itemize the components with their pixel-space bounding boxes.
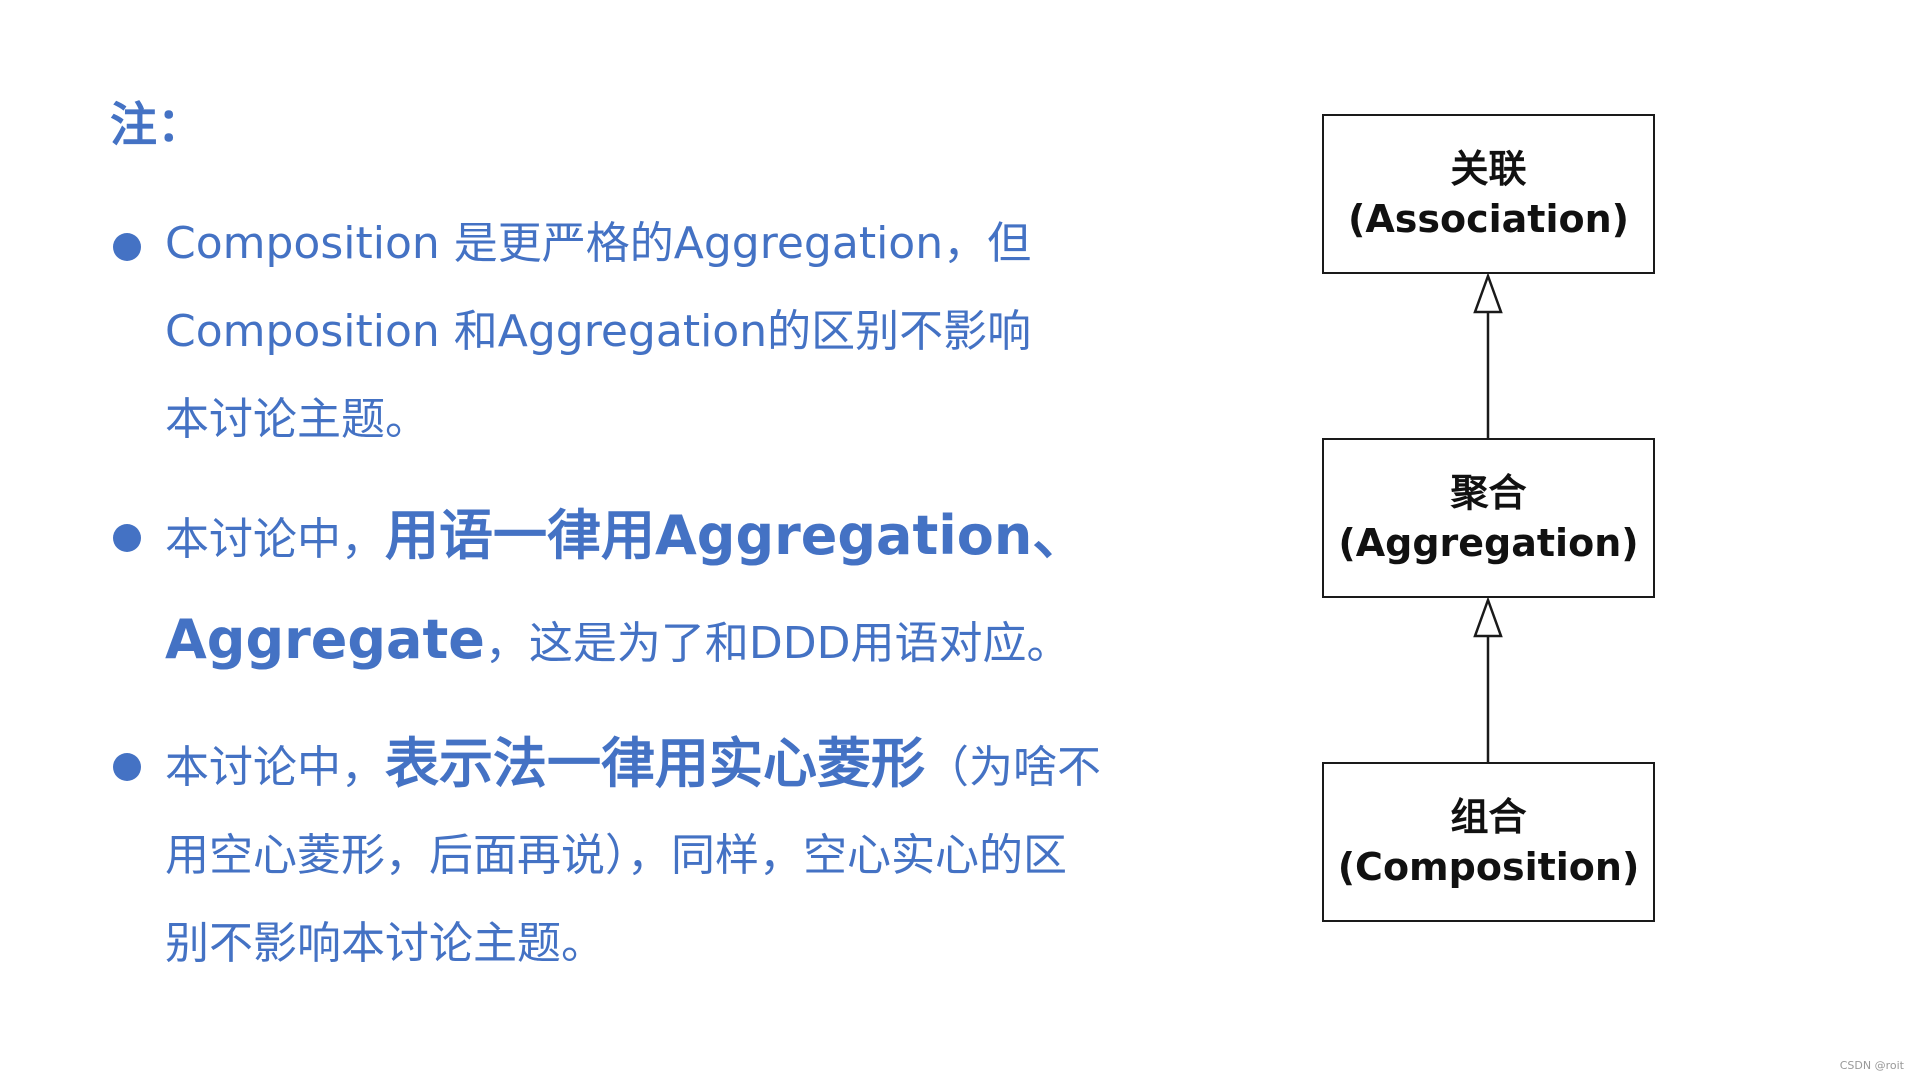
bullet-2-prefix: 本讨论中， [165,514,385,565]
note-title: 注： [110,98,204,153]
watermark: CSDN @roit [1839,1059,1904,1072]
bullet-1-line-3: 本讨论主题。 [165,394,429,445]
bullet-1-line-1: Composition 是更严格的Aggregation，但 [165,218,1032,269]
bullet-3-emphasis: 表示法一律用实心菱形 [385,732,925,795]
bullet-2-emphasis: 用语一律用Aggregation、Aggregate [165,504,1087,671]
hollow-triangle-arrow-icon [1473,596,1503,638]
box-composition: 组合 (Composition) [1322,762,1655,922]
uml-generalization-diagram: 关联 (Association) 聚合 (Aggregation) 组合 (Co… [1310,110,1670,940]
hollow-triangle-arrow-icon [1473,272,1503,314]
box-composition-en: (Composition) [1337,845,1640,889]
box-association-cn: 关联 [1450,147,1527,191]
bullet-3-suffix: （为啥不用空心菱形，后面再说），同样，空心实心的区别不影响本讨论主题。 [165,742,1101,969]
box-composition-cn: 组合 [1450,795,1527,839]
bullet-notation-note: 本讨论中，表示法一律用实心菱形（为啥不用空心菱形，后面再说），同样，空心实心的区… [110,720,1110,988]
box-association-en: (Association) [1347,197,1630,241]
bullet-terminology-note: 本讨论中，用语一律用Aggregation、Aggregate，这是为了和DDD… [110,486,1110,694]
bullet-3-prefix: 本讨论中， [165,742,385,793]
bullet-1-line-2: Composition 和Aggregation的区别不影响 [165,306,1032,357]
bullet-composition-note: Composition 是更严格的Aggregation，但 Compositi… [110,200,1110,464]
box-aggregation-en: (Aggregation) [1338,521,1639,565]
bullet-dot-icon [113,753,141,781]
bullet-list: Composition 是更严格的Aggregation，但 Compositi… [110,200,1110,988]
box-association: 关联 (Association) [1322,114,1655,274]
box-aggregation-cn: 聚合 [1450,471,1527,515]
bullet-2-suffix: ，这是为了和DDD用语对应。 [484,618,1071,669]
connector-layer [1473,272,1503,762]
bullet-dot-icon [113,524,141,552]
box-aggregation: 聚合 (Aggregation) [1322,438,1655,598]
bullet-dot-icon [113,233,141,261]
